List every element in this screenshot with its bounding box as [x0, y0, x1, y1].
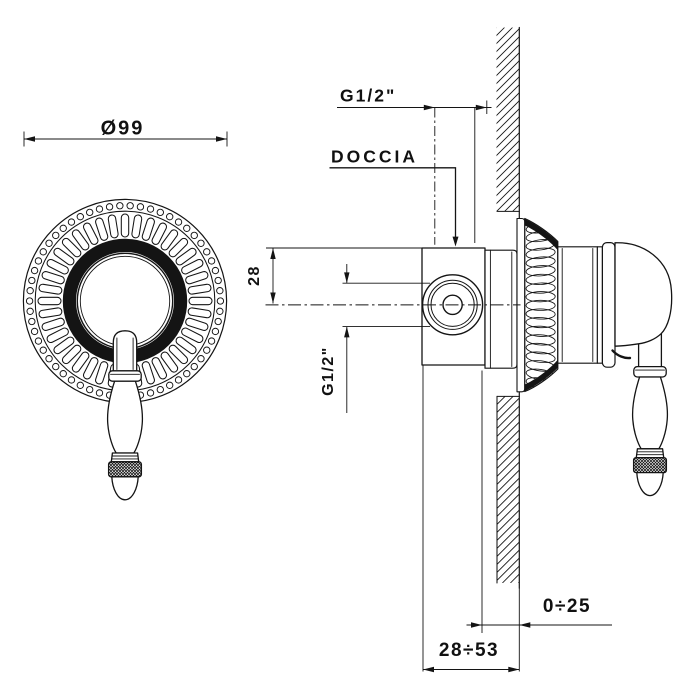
side-view-valve: G1/2" DOCCIA 28 G1/2" [246, 26, 700, 673]
knurl-pattern [109, 462, 141, 477]
dimension-side-thread: G1/2" [320, 264, 430, 413]
escutcheon [516, 217, 559, 393]
side-port-outer [421, 274, 484, 336]
dome-shadow [611, 349, 632, 360]
diameter-label: Ø99 [101, 118, 145, 140]
escutcheon-flutes [525, 221, 556, 390]
lever-side [621, 367, 684, 496]
cartridge-cylinder [557, 246, 598, 364]
dimension-mount-depth: 28÷53 [422, 365, 520, 673]
lever-front [106, 330, 144, 501]
valve-body [421, 247, 518, 369]
knob-bead-ring [25, 202, 225, 400]
mount-depth-label: 28÷53 [439, 640, 499, 661]
center-height-label: 28 [246, 265, 263, 286]
cap-groove-ring [596, 246, 603, 364]
dimension-diameter-99: Ø99 [23, 118, 228, 147]
dimension-plaster-depth: 0÷25 [466, 370, 612, 633]
lever-collar [108, 370, 142, 382]
lever-shaft [112, 330, 138, 372]
lever-flare-ring [110, 452, 140, 463]
lever-body [106, 370, 144, 501]
knob-fluted-ring [37, 213, 213, 389]
front-view-knob: Ø99 [22, 118, 228, 501]
wall-hatch-upper [496, 27, 520, 212]
top-thread-label: G1/2" [340, 86, 396, 106]
side-thread-label: G1/2" [320, 346, 337, 396]
dome-base-ring [601, 242, 616, 368]
escutcheon-cone [524, 217, 559, 393]
plaster-depth-label: 0÷25 [543, 596, 591, 617]
dome-cap [614, 242, 673, 347]
dimension-center-height: 28 [246, 247, 424, 304]
lever-taper [106, 380, 144, 454]
wall-hatch-lower [497, 396, 520, 583]
cartridge-and-cap [557, 242, 684, 496]
callout-doccia: DOCCIA [329, 147, 459, 247]
outlet-label: DOCCIA [331, 147, 418, 167]
lever-tip [111, 476, 139, 501]
dimension-top-thread: G1/2" [337, 86, 492, 243]
wall-section [496, 26, 520, 672]
